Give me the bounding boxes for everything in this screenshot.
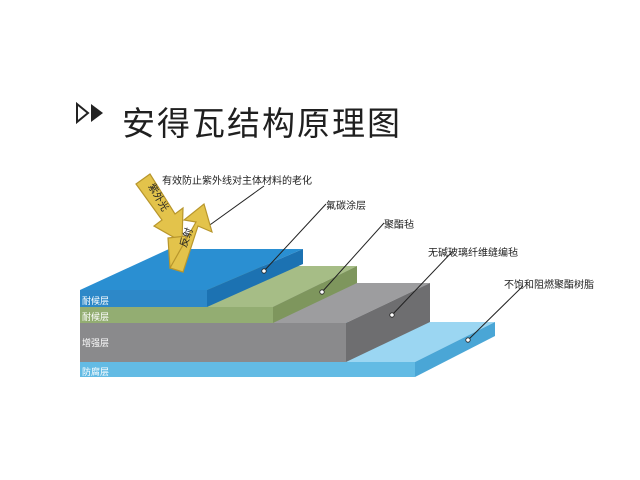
dot-resin [465, 337, 471, 343]
callout-glass-fiber: 无碱玻璃纤维缝编毡 [428, 248, 518, 259]
leader-polyester-felt [321, 222, 385, 293]
layer-label-weather-1: 耐候层 [82, 297, 110, 307]
page-title: 安得瓦结构原理图 [122, 104, 402, 143]
leader-fluorocarbon [263, 203, 327, 272]
dot-polyester-felt [319, 289, 325, 295]
weather-layer-1 [80, 249, 303, 307]
callout-resin: 不饱和阻燃聚酯树脂 [504, 280, 594, 291]
title-arrow-icon [76, 101, 103, 125]
layer-label-reinforce: 增强层 [82, 339, 110, 349]
dot-fluorocarbon [261, 268, 267, 274]
layer-label-weather-2: 耐候层 [82, 313, 110, 323]
leader-glass-fiber [391, 251, 453, 316]
dot-glass-fiber [389, 312, 395, 318]
leader-resin [467, 285, 524, 341]
callout-fluorocarbon: 氟碳涂层 [326, 201, 366, 212]
layer-label-corrosion: 防腐层 [82, 368, 110, 378]
callout-uv-note: 有效防止紫外线对主体材料的老化 [162, 176, 312, 187]
callout-polyester-felt: 聚酯毡 [384, 220, 414, 231]
leader-uv-note [206, 185, 265, 228]
uv-reflected-arrow: 反射 [167, 202, 213, 273]
